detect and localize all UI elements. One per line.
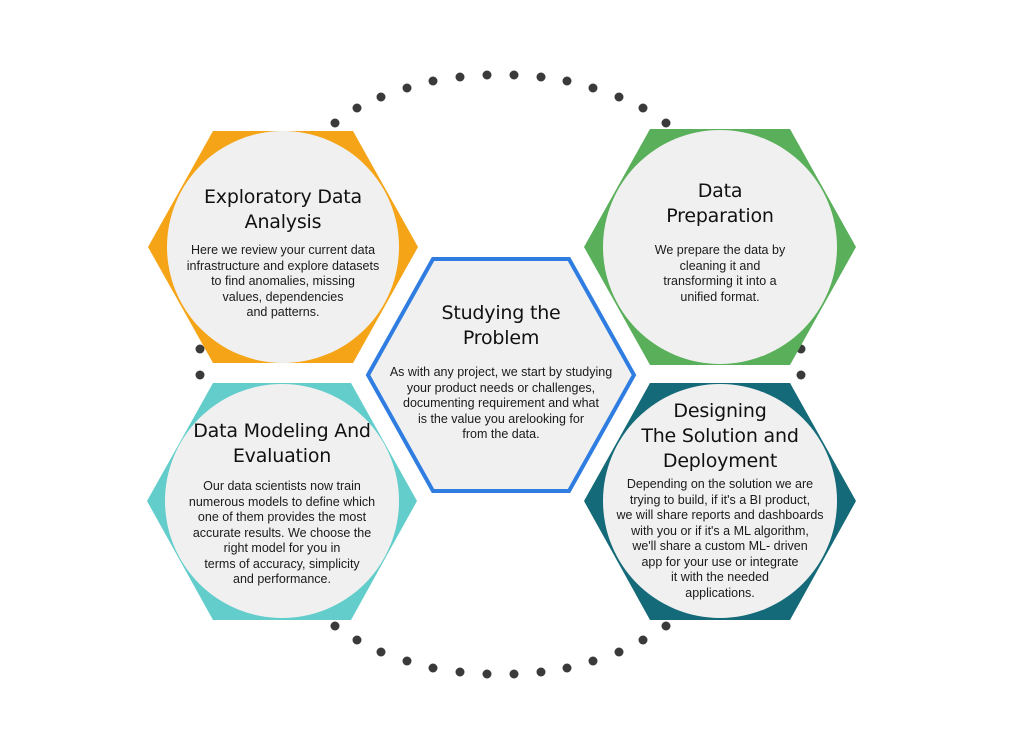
node-description: Our data scientists now train numerous m…	[188, 479, 376, 586]
node-title: Data Preparation	[666, 180, 774, 227]
hexagon-light-teal	[147, 383, 417, 620]
hexagon-blue	[365, 257, 637, 493]
hexagon-green	[584, 129, 856, 365]
node-data-modeling-evaluation: Data Modeling And Evaluation Our data sc…	[147, 383, 417, 620]
node-description: As with any project, we start by studyin…	[389, 365, 613, 441]
hexagon-dark-teal	[584, 383, 856, 620]
node-studying-the-problem: Studying the Problem As with any project…	[365, 257, 637, 493]
node-title: Exploratory Data Analysis	[203, 186, 362, 233]
node-designing-solution-deployment: Designing The Solution and Deployment De…	[584, 383, 856, 620]
node-description: Depending on the solution we are trying …	[616, 477, 824, 600]
node-exploratory-data-analysis: Exploratory Data Analysis Here we review…	[148, 131, 418, 363]
node-description: Here we review your current data infrast…	[186, 243, 380, 319]
node-description: We prepare the data by cleaning it and t…	[654, 243, 786, 304]
node-title: Designing The Solution and Deployment	[641, 400, 799, 472]
hexagon-orange	[148, 131, 418, 363]
node-data-preparation: Data Preparation We prepare the data by …	[584, 129, 856, 365]
node-title: Studying the Problem	[441, 302, 561, 349]
node-title: Data Modeling And Evaluation	[193, 420, 371, 467]
